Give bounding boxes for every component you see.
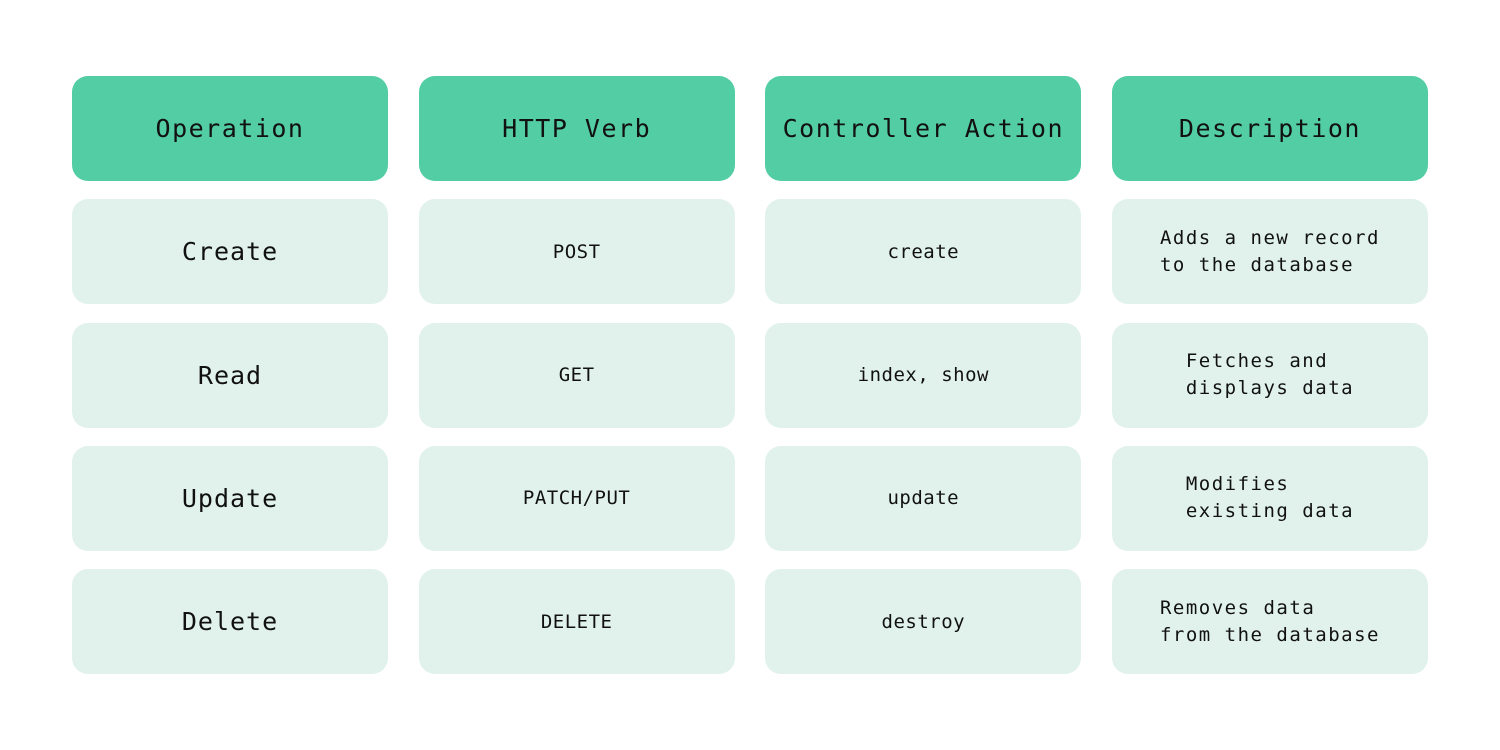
cell-action-delete: destroy xyxy=(765,569,1082,674)
header-description: Description xyxy=(1111,76,1428,181)
cell-verb-create: POST xyxy=(418,199,735,305)
header-operation: Operation xyxy=(72,76,388,181)
cell-operation-delete: Delete xyxy=(72,569,388,674)
description-text-delete: Removes data from the database xyxy=(1159,596,1380,646)
cell-description-delete: Removes data from the database xyxy=(1111,569,1428,674)
cell-verb-delete: DELETE xyxy=(418,569,735,674)
cell-action-update: update xyxy=(765,445,1082,551)
description-text-read: Fetches and displays data xyxy=(1185,350,1355,399)
description-text-update: Modifies existing data xyxy=(1185,473,1355,523)
cell-verb-update: PATCH/PUT xyxy=(418,445,735,551)
cell-description-create: Adds a new record to the database xyxy=(1111,199,1428,305)
cell-description-read: Fetches and displays data xyxy=(1111,322,1428,428)
description-text-create: Adds a new record to the database xyxy=(1159,226,1380,276)
cell-operation-update: Update xyxy=(72,445,388,551)
header-controller-action: Controller Action xyxy=(765,76,1082,181)
cell-verb-read: GET xyxy=(418,322,735,428)
cell-description-update: Modifies existing data xyxy=(1111,445,1428,551)
cell-action-read: index, show xyxy=(765,322,1082,428)
cell-action-create: create xyxy=(765,199,1082,305)
cell-operation-create: Create xyxy=(72,199,388,305)
header-http-verb: HTTP Verb xyxy=(418,76,735,181)
crud-table: Operation HTTP Verb Controller Action De… xyxy=(72,76,1428,674)
cell-operation-read: Read xyxy=(72,322,388,428)
